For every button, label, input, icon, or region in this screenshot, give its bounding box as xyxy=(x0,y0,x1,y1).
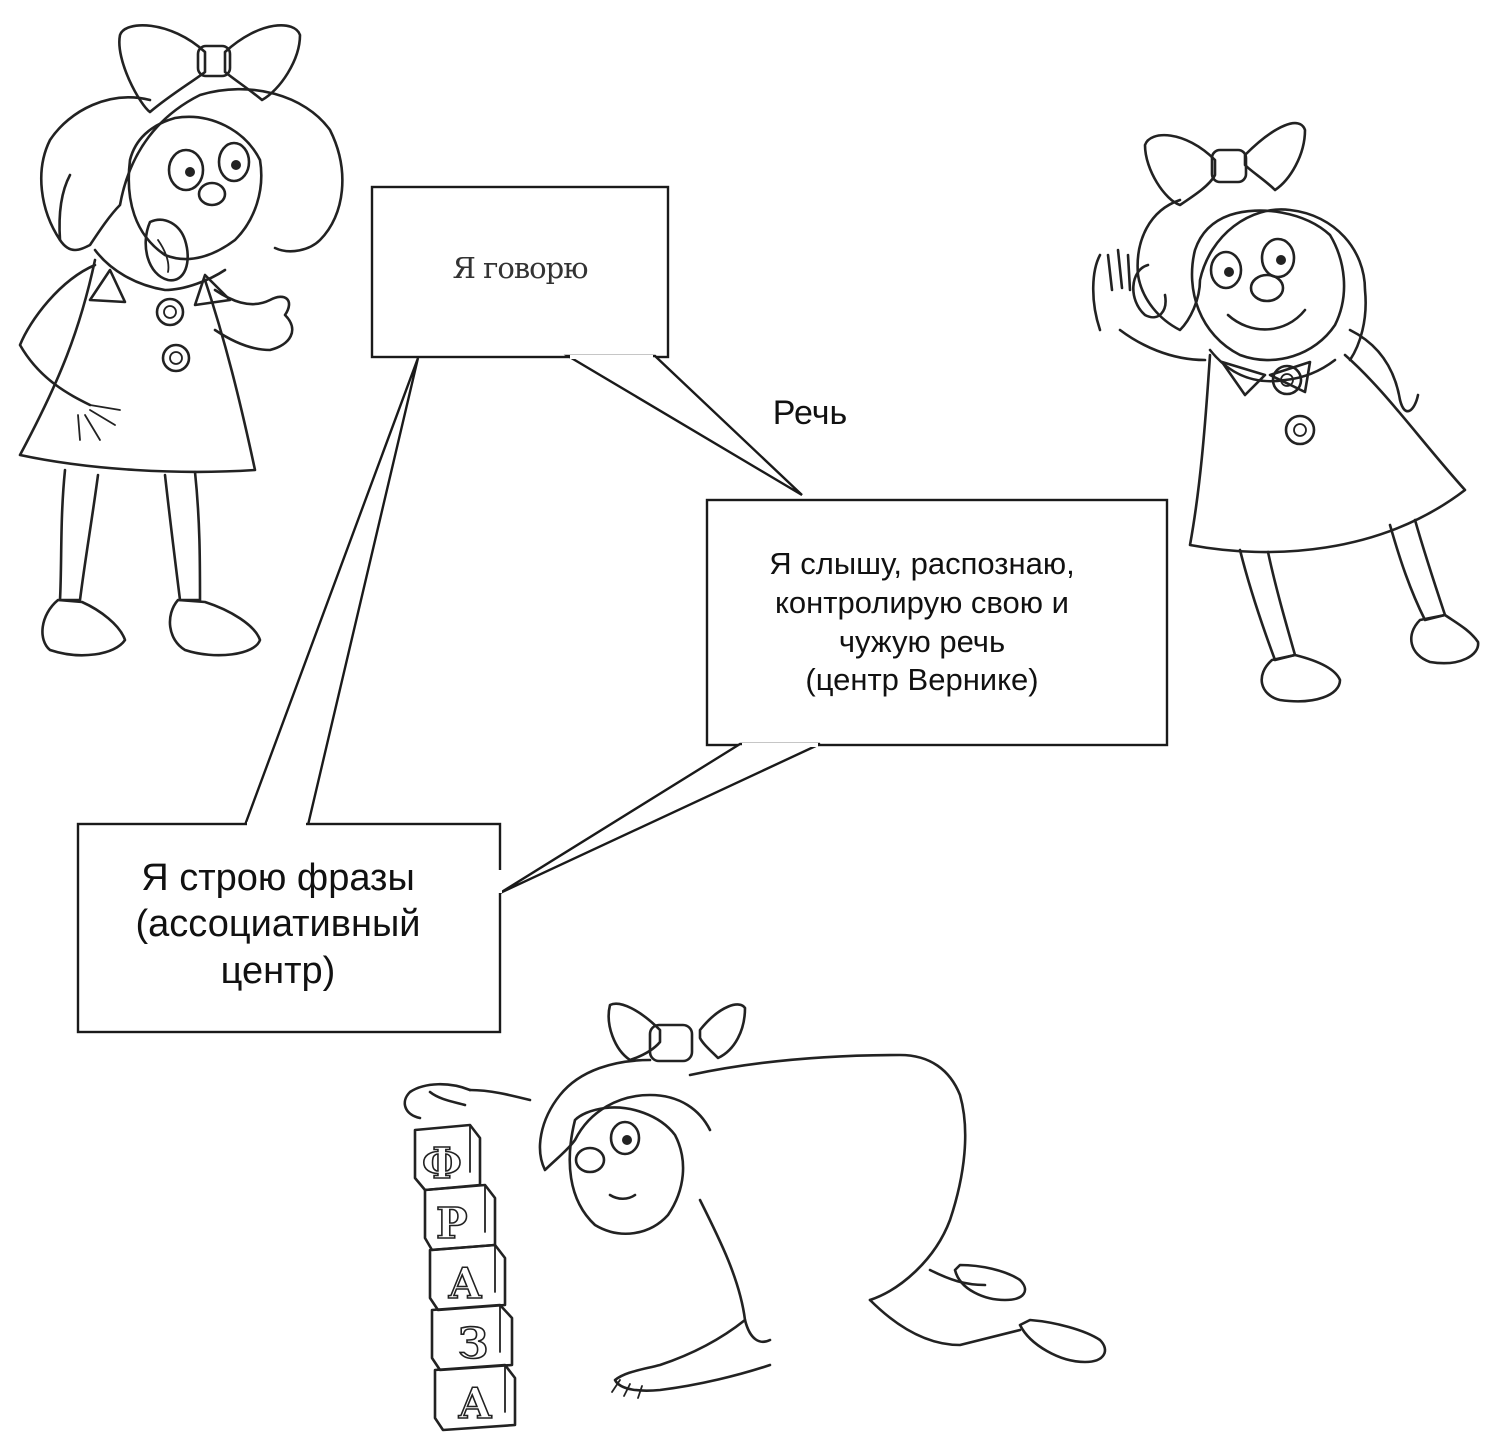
hearing-line-3: чужую речь xyxy=(838,623,1006,659)
block-letter-3: А xyxy=(448,1259,482,1308)
phrase-line-2: (ассоциативный xyxy=(135,903,421,946)
block-letter-1: Ф xyxy=(422,1139,462,1188)
speak-bubble xyxy=(370,185,803,497)
building-girl-figure xyxy=(403,1002,1107,1399)
listening-girl-figure xyxy=(1091,121,1480,703)
letter-block: З xyxy=(430,1303,514,1372)
block-letter-5: А xyxy=(458,1379,492,1428)
letter-block: Ф xyxy=(413,1123,482,1192)
hearing-bubble-text: Я слышу, распознаю, контролирую свою и ч… xyxy=(707,545,1137,700)
block-letter-4: З xyxy=(458,1319,488,1368)
letter-block: А xyxy=(433,1363,517,1432)
phrase-bubble xyxy=(76,822,502,1034)
speech-title: Речь xyxy=(772,394,848,432)
speaking-girl-figure xyxy=(18,23,344,657)
phrase-connector xyxy=(243,357,420,827)
hearing-line-2: контролирую свою и xyxy=(775,584,1069,620)
letter-block: А xyxy=(428,1243,507,1312)
phrase-line-1: Я строю фразы xyxy=(141,857,415,899)
hearing-line-4: (центр Вернике) xyxy=(805,662,1039,698)
phrase-line-3: центр) xyxy=(220,949,336,992)
letter-block-tower: Ф Р А З А xyxy=(413,1123,517,1432)
phrase-bubble-text: Я строю фразы (ассоциативный центр) xyxy=(78,855,478,994)
block-letter-2: Р xyxy=(436,1199,468,1248)
hearing-line-1: Я слышу, распознаю, xyxy=(769,546,1075,581)
hearing-bubble xyxy=(499,498,1169,895)
letter-block: Р xyxy=(423,1183,497,1252)
speak-bubble-text: Я говорю xyxy=(452,251,589,285)
